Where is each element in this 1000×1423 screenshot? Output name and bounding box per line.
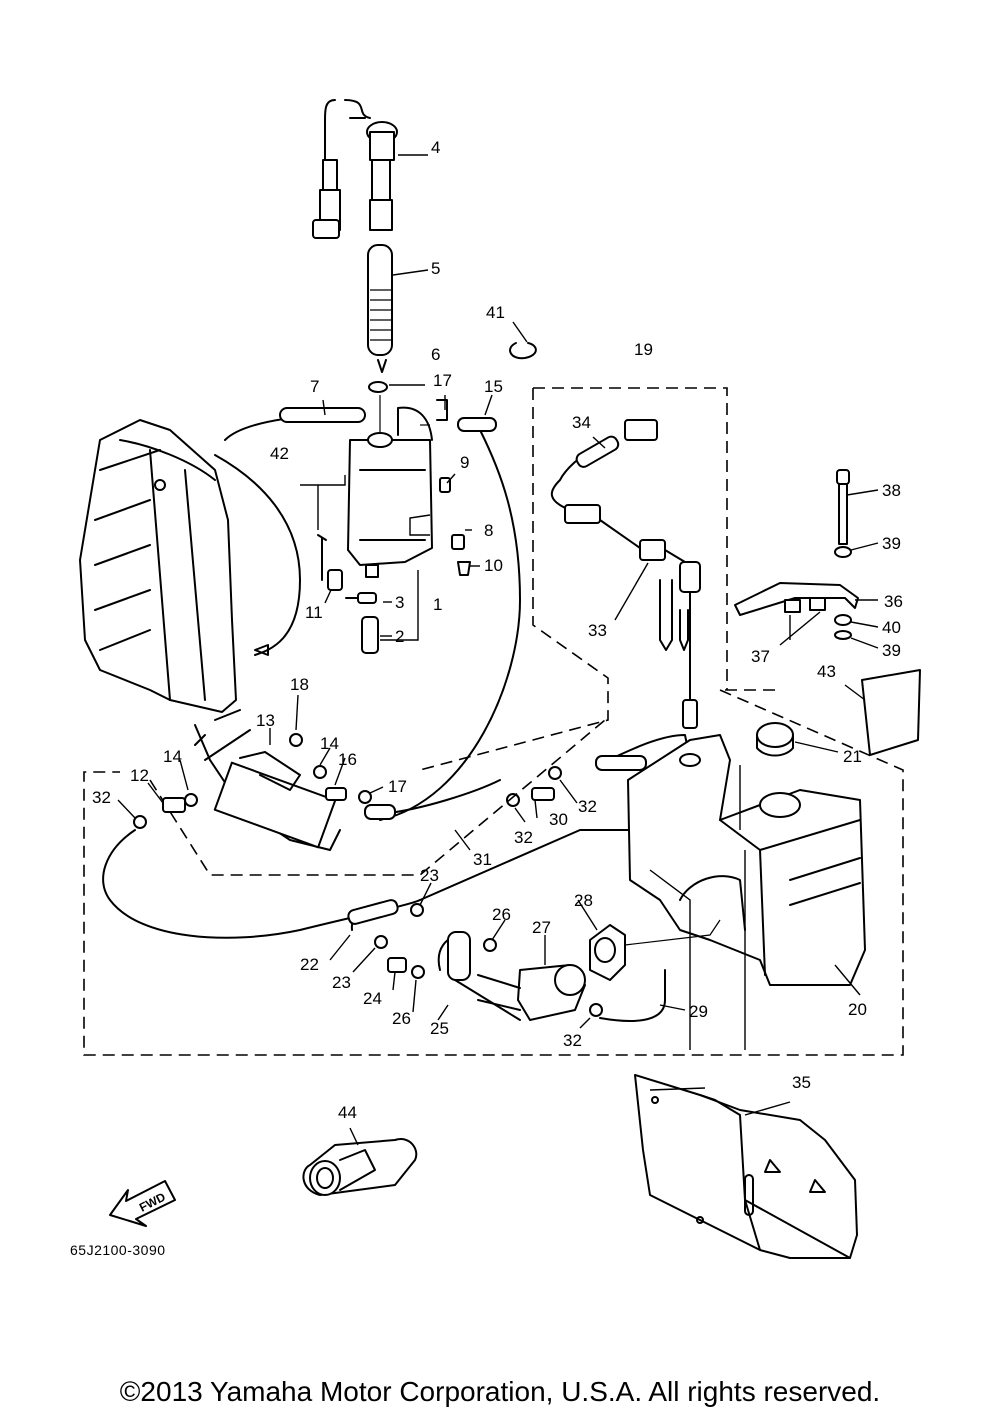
harness-33-34	[550, 419, 701, 767]
callout-32-left: 32	[92, 788, 111, 807]
callout-32-bottom: 32	[563, 1031, 582, 1050]
callout-39-top: 39	[882, 534, 901, 553]
duct-44	[302, 1138, 418, 1196]
callout-21: 21	[843, 747, 862, 766]
callout-1: 1	[433, 595, 442, 614]
callout-34: 34	[572, 413, 591, 432]
callout-40: 40	[882, 618, 901, 637]
diagram-code: 65J2100-3090	[70, 1242, 166, 1258]
fwd-arrow: FWD	[109, 1180, 176, 1227]
engine-cover	[79, 419, 237, 713]
callout-11: 11	[305, 603, 323, 622]
callout-28: 28	[574, 891, 593, 910]
callout-24: 24	[363, 989, 382, 1008]
callout-17-bottom: 17	[388, 777, 407, 796]
group-upper-boundary	[149, 719, 606, 876]
callout-2: 2	[395, 627, 404, 646]
label-43	[861, 669, 921, 756]
group-19-boundary	[83, 387, 904, 1056]
intake-area	[102, 709, 501, 939]
fuel-pump-group	[347, 899, 721, 1022]
callout-12: 12	[130, 766, 149, 785]
callout-33: 33	[588, 621, 607, 640]
callout-8: 8	[484, 521, 493, 540]
callout-5: 5	[431, 259, 440, 278]
callout-9: 9	[460, 453, 469, 472]
callout-26-bottom: 26	[392, 1009, 411, 1028]
callout-32-mid: 32	[514, 828, 533, 847]
callout-26-top: 26	[492, 905, 511, 924]
callout-leaders	[117, 154, 879, 1146]
callout-39-bottom: 39	[882, 641, 901, 660]
callout-23-top: 23	[420, 866, 439, 885]
callout-6: 6	[431, 345, 440, 364]
callout-16: 16	[338, 750, 357, 769]
callout-43: 43	[817, 662, 836, 681]
callout-7: 7	[310, 377, 319, 396]
sensor-11	[317, 534, 343, 591]
callout-10: 10	[484, 556, 503, 575]
callout-22: 22	[300, 955, 319, 974]
callout-25: 25	[430, 1019, 449, 1038]
callout-20: 20	[848, 1000, 867, 1019]
callout-17-top: 17	[433, 371, 452, 390]
callout-27: 27	[532, 918, 551, 937]
callout-29: 29	[689, 1002, 708, 1021]
callout-36: 36	[884, 592, 903, 611]
callout-37: 37	[751, 647, 770, 666]
fuel-cap	[756, 722, 794, 748]
sub-oil-tank	[347, 432, 433, 578]
callout-3: 3	[395, 593, 404, 612]
bracket-36	[734, 582, 859, 616]
cable-tie-41	[509, 342, 537, 360]
callout-19: 19	[634, 340, 653, 359]
callout-4: 4	[431, 138, 440, 157]
callout-35: 35	[792, 1073, 811, 1092]
callout-labels: 4 5 6 41 19 7 17 15 34 42 9 38 8 39 10 3…	[92, 138, 903, 1122]
callout-14-left: 14	[163, 747, 182, 766]
copyright-notice: ©2013 Yamaha Motor Corporation, U.S.A. A…	[119, 1376, 881, 1407]
bracket-35	[634, 1074, 858, 1259]
callout-15: 15	[484, 377, 503, 396]
callout-32-right: 32	[578, 797, 597, 816]
callout-38: 38	[882, 481, 901, 500]
callout-41: 41	[486, 303, 505, 322]
callout-44: 44	[338, 1103, 357, 1122]
oil-gauge-assembly	[312, 99, 398, 393]
callout-31: 31	[473, 850, 492, 869]
fuel-tank	[627, 734, 866, 986]
callout-13: 13	[256, 711, 275, 730]
tank-pipe	[397, 406, 433, 441]
callout-14-right: 14	[320, 734, 339, 753]
callout-30: 30	[549, 810, 568, 829]
callout-23-bottom: 23	[332, 973, 351, 992]
hose-7-tube	[279, 407, 366, 423]
callout-42: 42	[270, 444, 289, 463]
callout-18: 18	[290, 675, 309, 694]
